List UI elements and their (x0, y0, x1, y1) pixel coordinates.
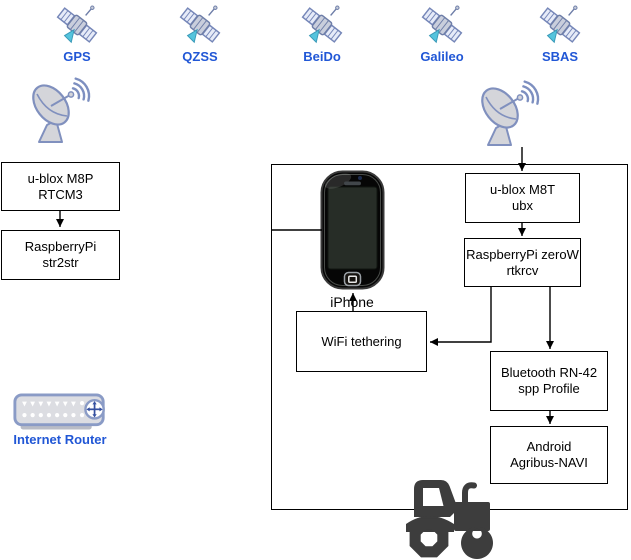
satellite-label: QZSS (182, 49, 218, 64)
node-label: RTCM3 (38, 186, 83, 202)
node-label: WiFi tethering (321, 333, 402, 349)
antenna-dish-icon-right (475, 71, 543, 149)
satellite-icon (299, 2, 345, 48)
satellite-label: SBAS (541, 49, 579, 64)
satellite-icon (419, 2, 465, 48)
satellite-icon (54, 2, 100, 48)
node-label: Android (526, 439, 572, 455)
satellite-qzss: QZSS (155, 2, 245, 64)
satellite-icon (537, 2, 583, 48)
iphone-image (320, 170, 385, 290)
node-label: spp Profile (518, 381, 580, 396)
node-label: RaspberryPi zeroW (466, 246, 579, 262)
satellite-label: GPS (63, 49, 91, 64)
satellite-label: Galileo (420, 49, 464, 64)
node-ublox-m8p: u-blox M8P RTCM3 (1, 162, 120, 211)
iphone-label: iPhone (330, 294, 374, 310)
satellite-label: BeiDo (303, 49, 341, 64)
satellite-galileo: Galileo (397, 2, 487, 64)
node-android-agribus: Android Agribus-NAVI (490, 426, 608, 484)
node-bluetooth-rn42: Bluetooth RN-42 spp Profile (490, 351, 608, 411)
antenna-dish-icon-left (26, 68, 94, 146)
node-label: str2str (42, 255, 79, 270)
internet-router-icon (13, 393, 105, 430)
internet-router-label: Internet Router (13, 432, 107, 447)
node-wifi-tethering: WiFi tethering (296, 311, 427, 372)
node-label: rtkrcv (506, 262, 539, 278)
node-raspberrypi-zerow: RaspberryPi zeroW rtkrcv (464, 238, 581, 287)
node-label: u-blox M8T (489, 182, 556, 198)
satellite-gps: GPS (32, 2, 122, 64)
node-raspberrypi-str2str: RaspberryPi str2str (1, 230, 120, 280)
node-label: Agribus-NAVI (510, 455, 588, 470)
satellite-beido: BeiDo (277, 2, 367, 64)
tractor-icon (406, 480, 494, 559)
node-label: ubx (512, 198, 533, 213)
node-label: RaspberryPi (24, 239, 97, 255)
satellite-icon (177, 2, 223, 48)
node-label: u-blox M8P (27, 170, 94, 186)
node-label: Bluetooth RN-42 (500, 365, 598, 381)
satellite-sbas: SBAS (515, 2, 605, 64)
node-ublox-m8t: u-blox M8T ubx (465, 173, 580, 223)
